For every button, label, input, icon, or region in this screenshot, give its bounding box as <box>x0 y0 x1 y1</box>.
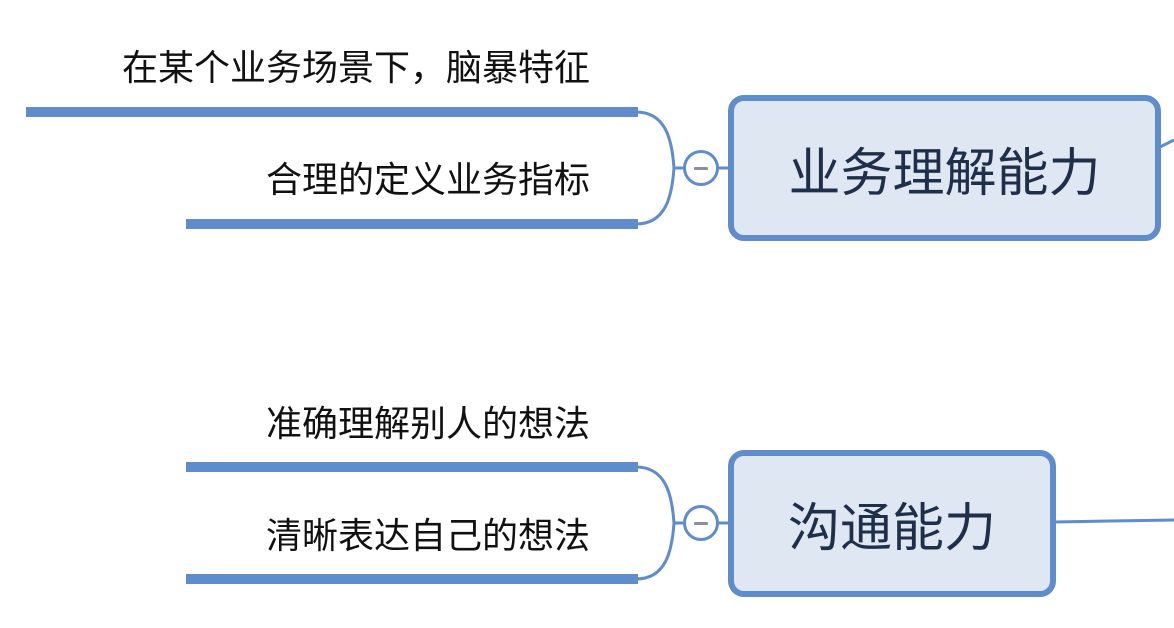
leaf-label[interactable]: 清晰表达自己的想法 <box>265 516 590 557</box>
topic-node[interactable]: 沟通能力 <box>728 450 1056 597</box>
parent-connector <box>1053 518 1174 524</box>
minus-icon <box>694 521 708 525</box>
branch-curve <box>635 465 676 524</box>
branch-curve <box>635 110 676 169</box>
topic-node[interactable]: 业务理解能力 <box>728 95 1161 241</box>
topic-label: 沟通能力 <box>787 499 996 559</box>
minus-icon <box>694 166 708 170</box>
collapse-toggle[interactable] <box>683 150 719 186</box>
branch-curve <box>635 167 676 226</box>
leaf-label[interactable]: 在某个业务场景下，脑暴特征 <box>121 48 590 89</box>
collapse-toggle[interactable] <box>683 505 719 541</box>
branch-curve <box>635 522 676 581</box>
leaf-label[interactable]: 准确理解别人的想法 <box>265 404 590 445</box>
leaf-label[interactable]: 合理的定义业务指标 <box>265 160 590 201</box>
topic-label: 业务理解能力 <box>788 143 1101 204</box>
